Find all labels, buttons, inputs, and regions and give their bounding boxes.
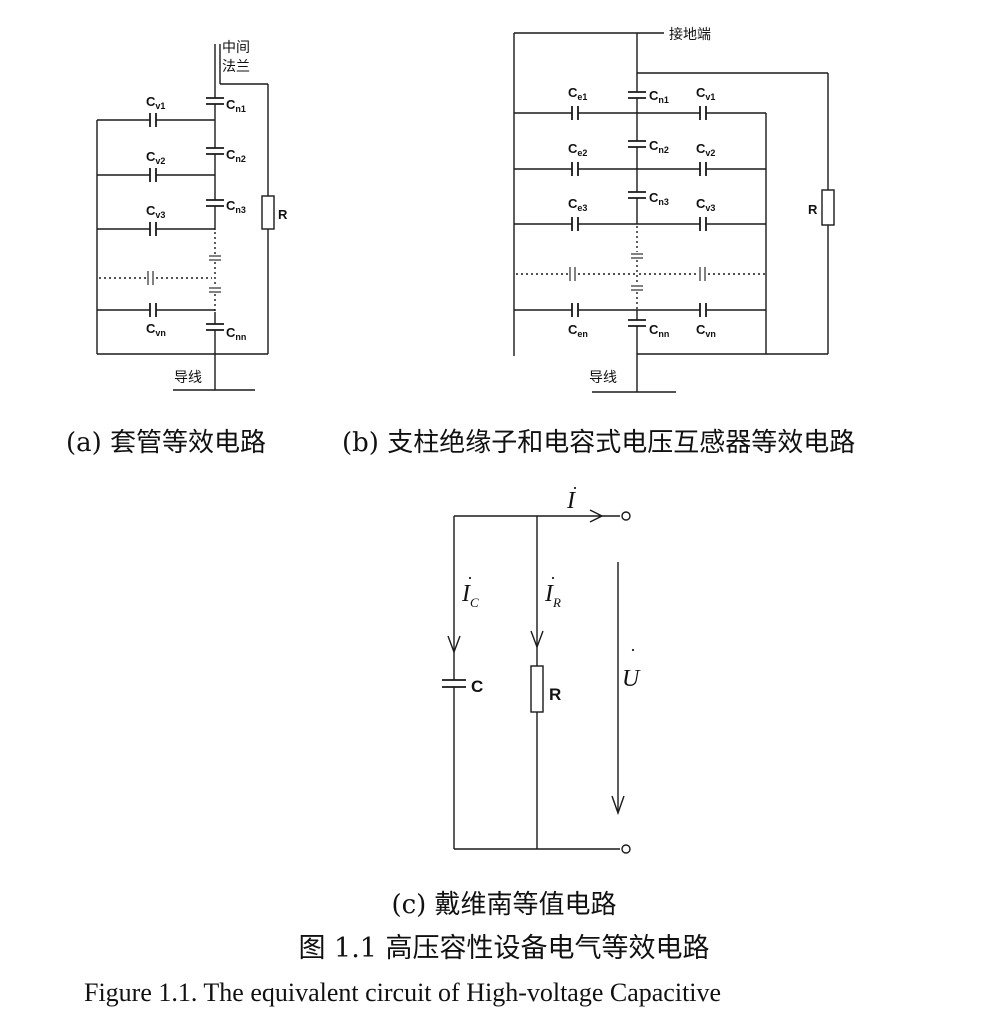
voltage-label: U (622, 666, 641, 692)
r-resistor-c (530, 665, 544, 713)
cnn-label: Cnn (226, 325, 246, 342)
svg-text:·: · (572, 478, 578, 498)
cn2-label: Cn2 (226, 147, 246, 164)
cv1-label-b: Cv1 (696, 85, 715, 102)
ir-arrow (530, 630, 544, 649)
voltage-arrow (611, 795, 625, 816)
r-resistor-a (261, 195, 275, 230)
ce1-label: Ce1 (568, 85, 587, 102)
bottom-terminal (621, 844, 631, 854)
ce3-label: Ce3 (568, 196, 587, 213)
svg-text:·: · (467, 568, 473, 588)
figure-caption-cn: 图 1.1 高压容性设备电气等效电路 (298, 933, 710, 964)
bushing-equivalent-circuit: 中间 法兰 导线 R Cn1 Cn2 Cn3 Cnn Cv1 Cv2 Cv3 C… (96, 40, 288, 391)
post-insulator-cvt-equivalent-circuit: 接地端 导线 R Ce1 Ce2 Ce3 Cen Cn1 Cn2 Cn3 Cnn… (513, 26, 835, 393)
flange-label-1: 中间 (222, 40, 250, 56)
caption-c: (c) 戴维南等值电路 (391, 890, 617, 920)
conductor-label-a: 导线 (174, 370, 202, 386)
figure-caption-en: Figure 1.1. The equivalent circuit of Hi… (84, 978, 722, 1007)
r-resistor-b (821, 189, 835, 226)
svg-text:·: · (550, 568, 556, 588)
r-label-b: R (808, 202, 818, 217)
r-label-a: R (278, 207, 288, 222)
svg-text:·: · (630, 640, 636, 660)
cv1-label: Cv1 (146, 94, 165, 111)
cv2-label: Cv2 (146, 149, 165, 166)
caption-a: (a) 套管等效电路 (66, 428, 267, 458)
cnn-label-b: Cnn (649, 322, 669, 339)
cn2-label-b: Cn2 (649, 138, 669, 155)
r-label-c: R (549, 685, 561, 704)
cn1-label-b: Cn1 (649, 88, 669, 105)
cen-label: Cen (568, 322, 588, 339)
cvn-label-b: Cvn (696, 322, 716, 339)
i-total-label: I (566, 488, 576, 514)
cn1-label: Cn1 (226, 97, 246, 114)
top-terminal (621, 511, 631, 521)
cvn-label: Cvn (146, 321, 166, 338)
cv3-label-b: Cv3 (696, 196, 715, 213)
ic-label: IC (461, 581, 479, 610)
i-total-arrow (589, 509, 604, 523)
flange-label-2: 法兰 (222, 59, 250, 75)
conductor-label-b: 导线 (589, 370, 617, 386)
ground-terminal-label: 接地端 (669, 26, 711, 43)
cn3-label-b: Cn3 (649, 190, 669, 207)
c-label: C (471, 677, 483, 696)
thevenin-equivalent-circuit: · I · IC · IR · U C R (442, 478, 641, 854)
ce2-label: Ce2 (568, 141, 587, 158)
cv2-label-b: Cv2 (696, 141, 715, 158)
ic-arrow (447, 635, 461, 654)
ir-label: IR (544, 581, 561, 610)
caption-b: (b) 支柱绝缘子和电容式电压互感器等效电路 (342, 428, 856, 458)
cv3-label: Cv3 (146, 203, 165, 220)
cn3-label: Cn3 (226, 198, 246, 215)
